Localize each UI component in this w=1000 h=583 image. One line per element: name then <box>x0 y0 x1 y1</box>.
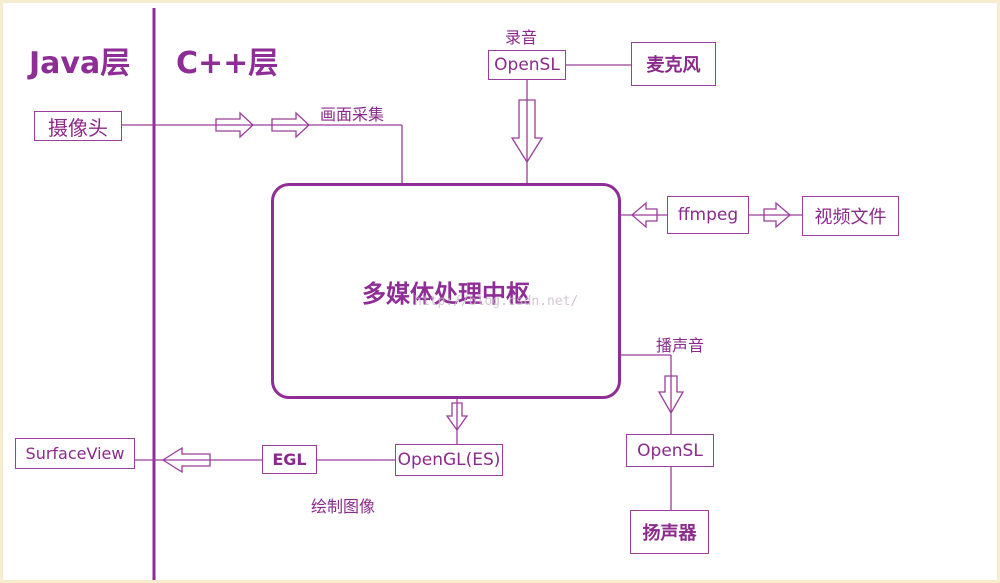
video-arrow <box>763 201 791 229</box>
java-layer-title: Java层 <box>29 46 131 81</box>
surfaceview-box: SurfaceView <box>15 438 135 469</box>
camera-arrow-2 <box>271 111 310 139</box>
surface-arrow <box>161 446 211 474</box>
draw-arrow <box>445 402 469 432</box>
play-arrow <box>657 375 685 415</box>
camera-arrow-1 <box>215 111 254 139</box>
camera-box: 摄像头 <box>34 111 122 141</box>
multimedia-hub: 多媒体处理中枢 <box>271 183 621 399</box>
cpp-layer-title: C++层 <box>176 46 279 81</box>
draw-image-label: 绘制图像 <box>311 497 376 516</box>
record-label: 录音 <box>505 28 538 47</box>
opensl-record-box: OpenSL <box>488 50 566 80</box>
ffmpeg-arrow <box>631 201 658 229</box>
ffmpeg-box: ffmpeg <box>667 196 749 234</box>
record-arrow <box>510 99 544 164</box>
speaker-box: 扬声器 <box>630 510 709 554</box>
opengl-box: OpenGL(ES) <box>395 444 503 476</box>
video-file-box: 视频文件 <box>802 196 899 236</box>
capture-label: 画面采集 <box>320 105 385 124</box>
opensl-play-box: OpenSL <box>626 434 714 467</box>
play-sound-label: 播声音 <box>656 336 705 355</box>
watermark: http://blog.csdn.net/ <box>414 294 579 309</box>
egl-box: EGL <box>262 445 317 474</box>
microphone-box: 麦克风 <box>631 42 716 86</box>
